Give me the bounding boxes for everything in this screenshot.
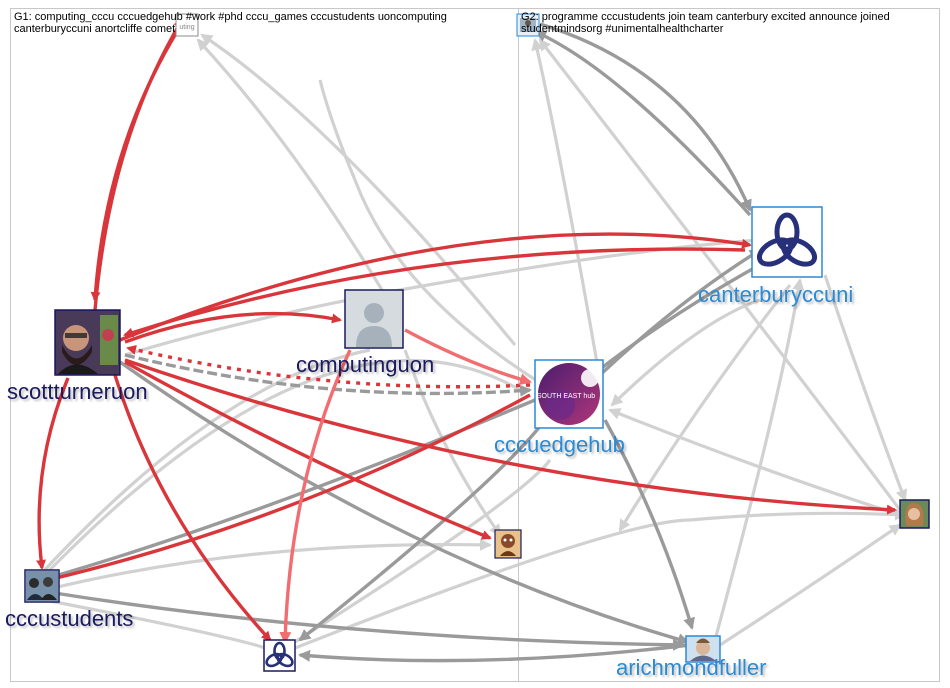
edge (534, 30, 752, 217)
group-g2-title-line1: G2: programme cccustudents join team can… (521, 11, 890, 23)
node-computinguon[interactable] (344, 289, 404, 349)
edge (124, 353, 532, 397)
edge (289, 508, 907, 652)
node-g2-top[interactable] (516, 13, 540, 37)
node-arichmondfuller[interactable] (685, 635, 721, 663)
edge (38, 348, 371, 577)
group-g1-title-line1: G1: computing_cccu cccuedgehub #work #ph… (14, 11, 447, 23)
cccu-trefoil-logo-icon (756, 212, 818, 267)
group-g2-title: G2: programme cccustudents join team can… (521, 11, 890, 35)
edge (36, 377, 70, 570)
edge (823, 274, 908, 502)
svg-text:SOUTH EAST hub: SOUTH EAST hub (537, 393, 595, 400)
edge (318, 79, 561, 397)
label-cccustudents[interactable]: cccustudents (5, 606, 134, 631)
edge (298, 418, 547, 642)
small-photo-icon (520, 18, 536, 32)
gray-edges (46, 22, 766, 663)
red-edges (36, 18, 897, 644)
cartoon-avatar-icon (500, 534, 516, 556)
node-canterburyccuni[interactable] (751, 206, 823, 278)
person-photo-icon (690, 638, 716, 661)
light-edges (38, 33, 908, 652)
edge (44, 598, 271, 652)
edge (44, 538, 492, 592)
edge (126, 344, 531, 389)
south-east-hub-logo-icon: SOUTH EAST hub (537, 363, 600, 425)
bearded-man-photo-icon (56, 311, 119, 374)
edge (38, 358, 521, 582)
edge (603, 419, 695, 630)
edge (618, 284, 792, 532)
svg-text:uting: uting (179, 24, 194, 31)
edge (538, 38, 902, 511)
group-g2-title-line2: studentmindsorg #unimentalhealthcharter (521, 23, 724, 35)
edge (119, 360, 690, 646)
node-scottturneruon[interactable] (54, 309, 121, 376)
edge (608, 408, 901, 517)
node-woman[interactable] (899, 499, 930, 529)
group-g1-title-line2: canterburyccuni anortcliffe comet (14, 23, 176, 35)
edge (124, 311, 342, 344)
label-scottturneruon[interactable]: scottturneruon (7, 379, 148, 404)
edge (279, 349, 352, 644)
label-arichmondfuller[interactable]: arichmondfuller (616, 655, 767, 680)
edge (403, 349, 502, 537)
edge (124, 358, 897, 515)
group-g1-title: G1: computing_cccu cccuedgehub #work #ph… (14, 11, 447, 35)
group-g2-frame (518, 8, 940, 682)
label-canterburyccuni[interactable]: canterburyccuni (698, 282, 854, 307)
cccu-trefoil-logo-icon (265, 641, 294, 668)
edge (119, 232, 752, 342)
edge (719, 523, 902, 647)
edge (196, 38, 402, 321)
edge (46, 393, 531, 584)
edge (124, 360, 492, 540)
node-comet[interactable] (494, 529, 522, 559)
node-cccuedgehub[interactable]: SOUTH EAST hub (534, 359, 604, 429)
edge (47, 590, 685, 651)
edge (93, 18, 184, 311)
edge (404, 328, 532, 386)
edge (598, 248, 762, 377)
edge (713, 278, 805, 641)
computing-logo-icon: uting (179, 24, 194, 31)
node-cccustudents[interactable] (24, 569, 60, 603)
edge (90, 29, 180, 302)
label-computinguon[interactable]: computinguon (296, 352, 435, 377)
edge (123, 247, 746, 338)
edge (124, 238, 761, 357)
node-computing-cccu[interactable]: uting (175, 13, 199, 37)
default-avatar-icon (356, 303, 392, 347)
node-cccu-games[interactable] (263, 639, 296, 672)
woman-photo-icon (905, 503, 924, 526)
edge (531, 38, 602, 381)
label-cccuedgehub[interactable]: cccuedgehub (494, 432, 625, 457)
edge (539, 22, 752, 212)
edge (298, 643, 691, 663)
edge (289, 459, 552, 647)
edge (113, 374, 272, 642)
students-photo-icon (26, 571, 58, 601)
